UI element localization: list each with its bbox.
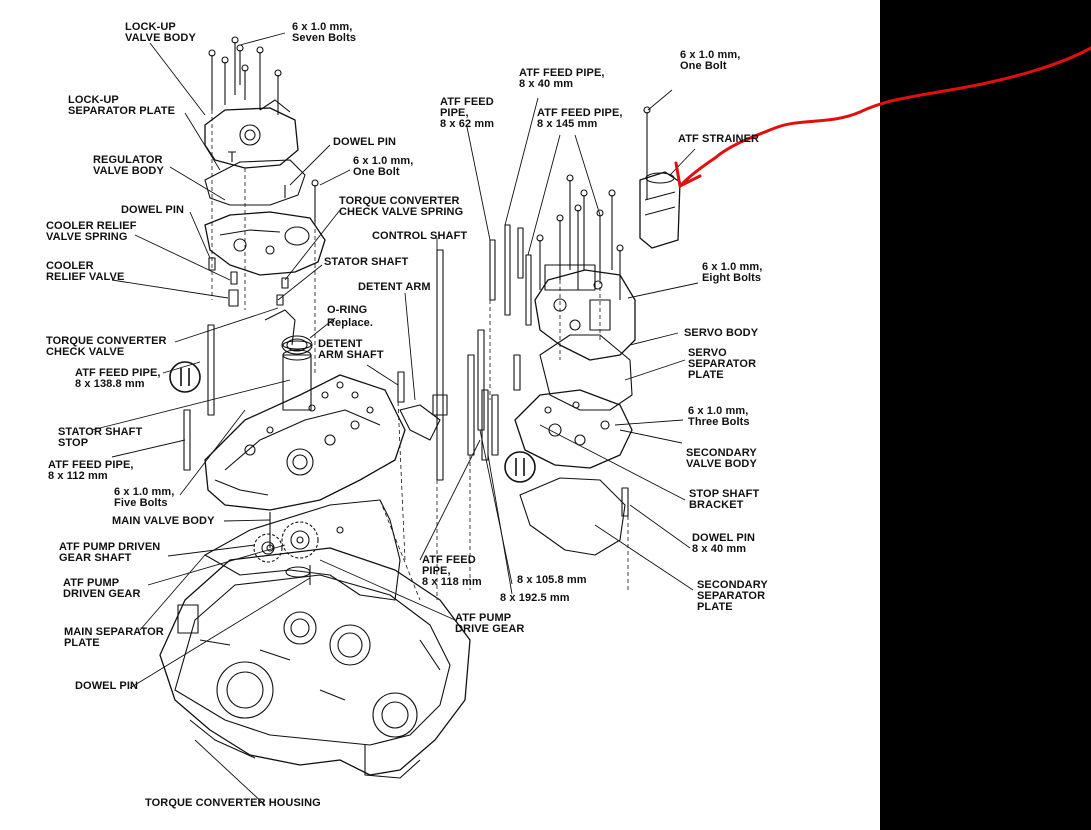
label-tc-check-valve-spring: TORQUE CONVERTER CHECK VALVE SPRING <box>339 195 464 218</box>
label-stator-shaft: STATOR SHAFT <box>324 256 409 268</box>
label-bolts-five: 6 x 1.0 mm, Five Bolts <box>114 486 175 509</box>
leader-lines <box>91 32 699 806</box>
label-atf-pump-driven-gear-shaft: ATF PUMP DRIVEN GEAR SHAFT <box>59 541 161 564</box>
secondary-valve-body-part <box>504 389 633 483</box>
label-bolts-seven: 6 x 1.0 mm, Seven Bolts <box>292 21 357 44</box>
label-lockup-separator-plate: LOCK-UP SEPARATOR PLATE <box>68 94 176 117</box>
atf-pump-gears <box>253 512 319 585</box>
label-atf-feed-62: ATF FEED PIPE, 8 x 62 mm <box>440 96 495 130</box>
label-atf-feed-112: ATF FEED PIPE, 8 x 112 mm <box>48 459 134 482</box>
label-cooler-relief-valve: COOLER RELIEF VALVE <box>46 260 125 283</box>
label-atf-feed-1388: ATF FEED PIPE, 8 x 138.8 mm <box>75 367 161 390</box>
label-oring-replace: Replace. <box>327 317 374 329</box>
label-atf-pump-drive-gear: ATF PUMP DRIVE GEAR <box>455 612 525 635</box>
regulator-valve-body-part <box>204 211 326 276</box>
label-servo-separator-plate: SERVO SEPARATOR PLATE <box>688 347 757 381</box>
label-torque-converter-housing: TORQUE CONVERTER HOUSING <box>145 797 321 809</box>
stator-shaft-part <box>264 309 313 411</box>
atf-strainer-part <box>639 171 681 249</box>
label-regulator-valve-body: REGULATOR VALVE BODY <box>93 154 164 177</box>
label-control-shaft: CONTROL SHAFT <box>372 230 468 242</box>
label-secondary-separator-plate: SECONDARY SEPARATOR PLATE <box>697 579 768 613</box>
label-dowel-pin-8x40: DOWEL PIN 8 x 40 mm <box>692 532 756 555</box>
label-atf-feed-118: ATF FEED PIPE, 8 x 118 mm <box>422 554 482 588</box>
label-dowel-pin-top: DOWEL PIN <box>333 136 397 148</box>
label-tc-check-valve: TORQUE CONVERTER CHECK VALVE <box>46 335 167 358</box>
control-shaft-part <box>399 249 521 481</box>
label-bolts-three: 6 x 1.0 mm, Three Bolts <box>688 405 750 428</box>
secondary-separator-plate-part <box>519 477 629 556</box>
label-pipe-1058: 8 x 105.8 mm <box>517 574 587 586</box>
left-feed-pipes <box>169 324 215 471</box>
lockup-separator-plate-part <box>204 159 306 206</box>
label-main-separator-plate: MAIN SEPARATOR PLATE <box>64 626 164 649</box>
label-pipe-1925: 8 x 192.5 mm <box>500 592 570 604</box>
label-dowel-pin-left: DOWEL PIN <box>121 204 185 216</box>
torque-converter-housing-part <box>159 547 471 779</box>
label-main-valve-body: MAIN VALVE BODY <box>112 515 215 527</box>
lockup-valve-body-part <box>204 99 299 169</box>
lockup-bolts <box>208 36 319 222</box>
label-atf-feed-40: ATF FEED PIPE, 8 x 40 mm <box>519 67 605 90</box>
main-separator-plate-part <box>204 499 401 601</box>
label-atf-feed-145: ATF FEED PIPE, 8 x 145 mm <box>537 107 623 130</box>
alignment-lines <box>211 110 629 601</box>
servo-separator-plate-part <box>539 334 633 411</box>
label-bolts-eight: 6 x 1.0 mm, Eight Bolts <box>702 261 763 284</box>
exploded-view-drawing <box>91 32 699 806</box>
right-feed-pipes <box>489 106 651 326</box>
small-parts <box>208 257 405 403</box>
label-dowel-pin-bottom: DOWEL PIN <box>75 680 139 692</box>
main-valve-body-part <box>204 374 406 511</box>
label-bolt-one-b: 6 x 1.0 mm, One Bolt <box>680 49 741 72</box>
label-detent-arm-shaft: DETENT ARM SHAFT <box>318 338 384 361</box>
label-secondary-valve-body: SECONDARY VALVE BODY <box>686 447 757 470</box>
label-oring: O-RING <box>327 304 368 316</box>
black-side-panel <box>880 0 1091 830</box>
label-cooler-relief-valve-spring: COOLER RELIEF VALVE SPRING <box>46 220 137 243</box>
label-atf-strainer: ATF STRAINER <box>678 133 760 145</box>
label-servo-body: SERVO BODY <box>684 327 759 339</box>
label-stator-shaft-stop: STATOR SHAFT STOP <box>58 426 143 449</box>
label-stop-shaft-bracket: STOP SHAFT BRACKET <box>689 488 760 511</box>
label-detent-arm: DETENT ARM <box>358 281 431 293</box>
label-atf-pump-driven-gear: ATF PUMP DRIVEN GEAR <box>63 577 141 600</box>
label-lockup-valve-body: LOCK-UP VALVE BODY <box>125 21 196 44</box>
label-bolt-one-a: 6 x 1.0 mm, One Bolt <box>353 155 414 178</box>
